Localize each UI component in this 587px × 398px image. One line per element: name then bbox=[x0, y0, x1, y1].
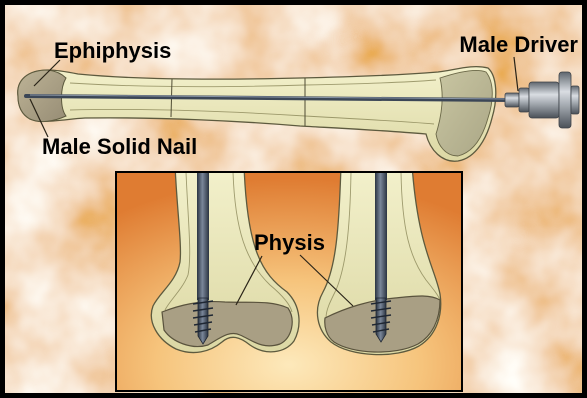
driver-body bbox=[529, 82, 559, 118]
driver-flange bbox=[559, 72, 571, 128]
epiphysis-label: Ephiphysis bbox=[54, 38, 171, 63]
right-nail-shaft bbox=[375, 165, 387, 300]
right-nail-threaded-tip bbox=[376, 298, 386, 342]
left-nail-threaded-tip bbox=[198, 298, 208, 344]
driver-collar bbox=[505, 93, 519, 107]
driver-knob bbox=[571, 86, 579, 114]
male-solid-nail-label: Male Solid Nail bbox=[42, 134, 197, 159]
physis-label: Physis bbox=[254, 230, 325, 255]
driver-neck bbox=[519, 88, 529, 112]
male-driver-label: Male Driver bbox=[459, 32, 578, 57]
inset-panel: Physis bbox=[116, 165, 462, 391]
left-nail-shaft bbox=[197, 165, 209, 300]
